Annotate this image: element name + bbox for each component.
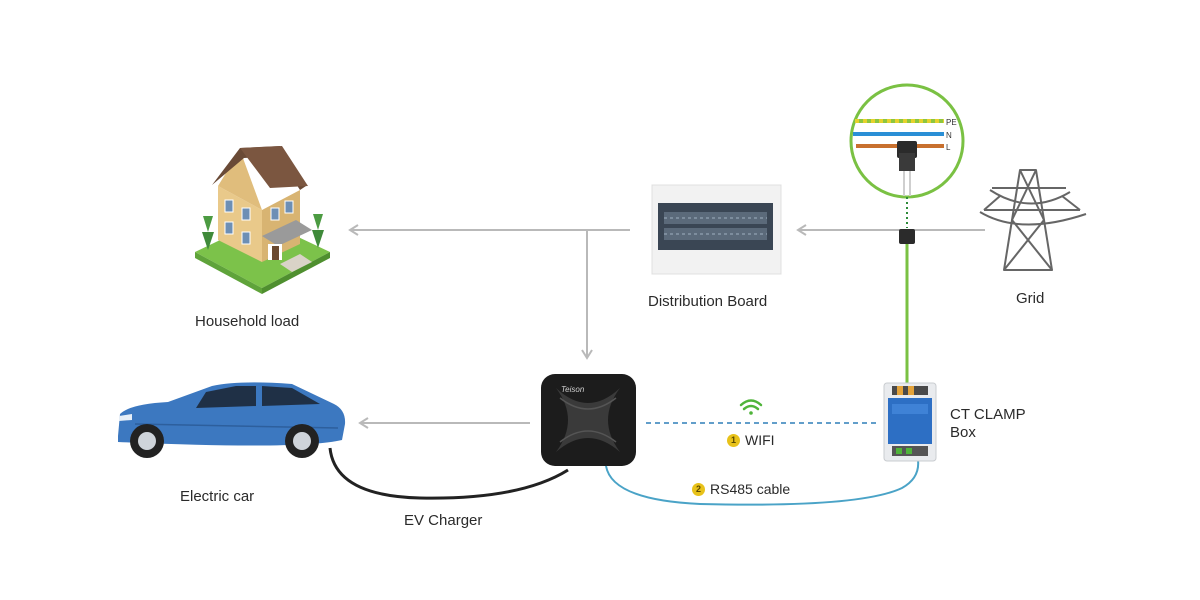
power-tower-icon — [979, 169, 1087, 271]
ev-charger-icon: Teison — [541, 374, 636, 466]
household-load-label: Household load — [195, 313, 300, 330]
grid-label: Grid — [1016, 290, 1045, 307]
wire-label-n: N — [946, 131, 952, 140]
wifi-text: WIFI — [745, 432, 775, 448]
ct-clamp-zoom-icon: PE N L — [849, 83, 965, 199]
rs485-cable — [605, 459, 920, 506]
distribution-board-label: Distribution Board — [648, 293, 768, 310]
flow-arrows — [348, 224, 985, 429]
ct-clamp-label-line2: Box — [950, 424, 976, 441]
house-icon — [195, 146, 330, 294]
rs485-text: RS485 cable — [710, 481, 791, 497]
ct-clamp-box-label: CT CLAMP Box — [950, 406, 1026, 442]
charging-cable — [328, 447, 569, 500]
electric-car-label: Electric car — [180, 488, 255, 505]
rs485-number-badge: 2 — [692, 482, 705, 496]
charger-brand-logo: Teison — [561, 385, 585, 394]
rs485-label: 2 RS485 cable — [692, 481, 790, 497]
wifi-label: 1 WIFI — [727, 432, 775, 448]
wire-label-pe: PE — [946, 118, 957, 127]
distribution-board-icon — [651, 184, 782, 275]
car-icon — [118, 382, 346, 458]
wifi-number-badge: 1 — [727, 433, 740, 447]
wire-label-l: L — [946, 143, 951, 152]
ev-charger-label: EV Charger — [404, 512, 483, 529]
ct-clamp-box-icon — [883, 382, 937, 462]
wifi-icon — [739, 399, 763, 415]
ct-clamp-sensor-icon — [899, 229, 915, 244]
ct-clamp-label-line1: CT CLAMP — [950, 406, 1026, 423]
